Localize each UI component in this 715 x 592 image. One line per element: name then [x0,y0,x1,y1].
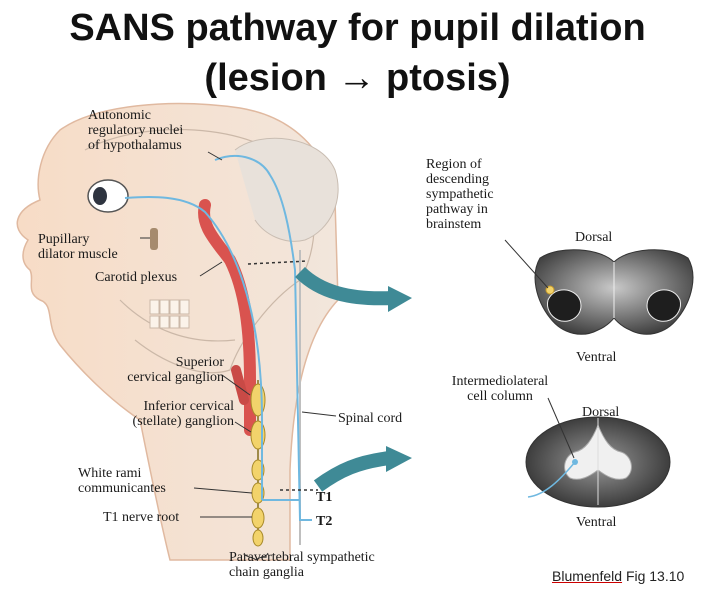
label-ventral-top: Ventral [576,350,617,365]
label-t2: T2 [316,514,333,529]
label-intermediolateral: Intermediolateral cell column [451,374,549,404]
dilator-muscle-marker [150,228,158,250]
pupil [93,187,107,205]
arrow-to-spinal-head [386,446,412,472]
label-autonomic-nuclei: Autonomic regulatory nuclei of hypothala… [88,108,184,153]
citation: Blumenfeld Fig 13.10 [552,568,684,584]
spinal-section [525,416,671,508]
jaw-outline [119,299,236,342]
leader-intermediolateral [547,397,575,459]
label-paravertebral: Paravertebral sympathetic chain ganglia [229,550,375,580]
descending-pathway [214,155,312,521]
label-dorsal-top: Dorsal [575,230,613,245]
brainstem-section [534,249,694,335]
ganglia-brace [243,552,269,561]
arrow-to-brainstem [295,266,393,306]
spinal-section-fiber [527,461,576,498]
label-t1-nerve-root: T1 nerve root [103,510,180,525]
leader-spinal [301,411,337,417]
label-carotid-plexus: Carotid plexus [95,270,178,285]
label-pupillary-dilator: Pupillary dilator muscle [38,232,118,262]
label-dorsal-bottom: Dorsal [582,405,620,420]
ascending-postganglionic [124,195,263,500]
leader-superior [221,374,251,396]
citation-author: Blumenfeld [552,568,623,584]
label-superior-cervical: Superior cervical ganglion [127,355,224,385]
leader-white-rami [193,487,253,494]
leader-carotid [199,261,223,277]
slide-title-line2: (lesion → ptosis) [204,57,511,99]
slide-title-line1: SANS pathway for pupil dilation [69,7,646,49]
leader-inferior [234,421,252,433]
arrow-to-spinal [313,451,391,492]
chain-ganglion-3 [251,507,265,529]
label-region-descending: Region of descending sympathetic pathway… [426,157,494,232]
label-spinal-cord: Spinal cord [338,411,403,426]
arrow-to-brainstem-head [388,286,412,312]
carotid-artery-branch [231,365,249,405]
label-ventral-bottom: Ventral [576,515,617,530]
label-inferior-cervical: Inferior cervical (stellate) ganglion [132,399,234,429]
carotid-artery [198,199,256,436]
citation-figure: Fig 13.10 [625,568,685,584]
chain-ganglion-4 [252,529,264,547]
leader-autonomic [207,151,223,161]
skull-outline [84,128,315,374]
brainstem-level-mark [247,260,309,265]
label-white-rami: White rami communicantes [78,466,166,496]
leader-region [504,239,549,289]
teeth [149,299,190,329]
label-t1: T1 [316,490,333,505]
